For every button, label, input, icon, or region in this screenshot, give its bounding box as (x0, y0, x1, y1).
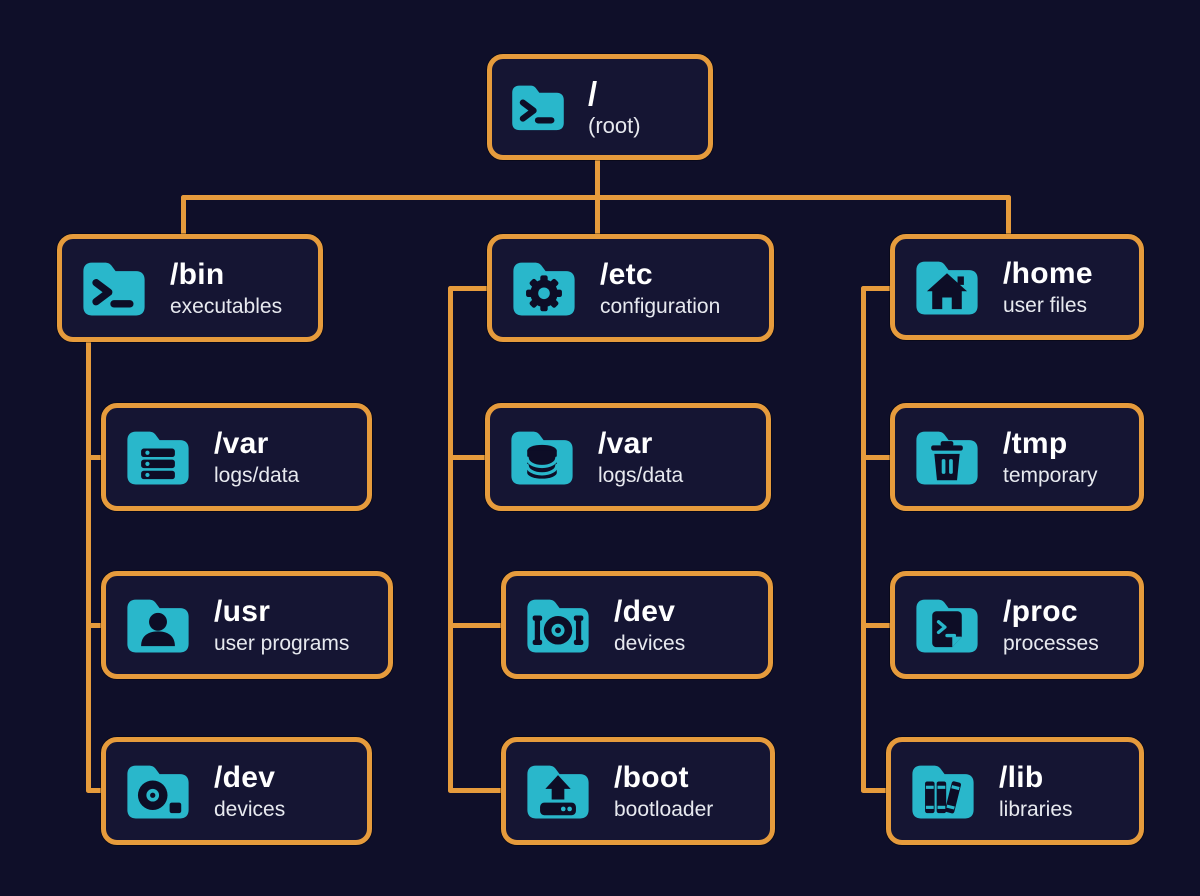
node-etc: /etc configuration (487, 234, 774, 342)
connector-stub-etc (448, 286, 490, 291)
node-description: temporary (1003, 463, 1098, 487)
node-description: (root) (588, 113, 641, 139)
node-text: /dev devices (614, 595, 685, 655)
boot-arrow-folder-icon (520, 753, 596, 829)
node-path-label: /dev (614, 594, 676, 628)
node-path-label: /boot (614, 760, 689, 794)
node-description: logs/data (214, 463, 300, 487)
node-description: user files (1003, 293, 1088, 317)
connector-stub-tmp (861, 455, 893, 460)
connector-trunk-left (86, 340, 91, 793)
node-description: executables (170, 294, 283, 318)
node-description: user programs (214, 631, 350, 655)
node-text: /usr user programs (214, 595, 349, 655)
connector-stub-boot (448, 788, 504, 793)
node-description: devices (614, 631, 686, 655)
node-description: libraries (999, 797, 1073, 821)
node-text: /home user files (1003, 257, 1093, 317)
node-description: processes (1003, 631, 1099, 655)
node-path-label: /usr (214, 594, 271, 628)
user-folder-icon (120, 587, 196, 663)
node-path-label: /tmp (1003, 426, 1068, 460)
connector-drop-bin (181, 195, 186, 236)
books-folder-icon (905, 753, 981, 829)
node-bin: /bin executables (57, 234, 323, 342)
node-path-label: /proc (1003, 594, 1078, 628)
node-description: devices (214, 797, 286, 821)
node-boot: /boot bootloader (501, 737, 775, 845)
connector-stub-proc (861, 623, 893, 628)
node-var-left: /var logs/data (101, 403, 372, 511)
node-path-label: /bin (170, 257, 225, 291)
node-proc: /proc processes (890, 571, 1144, 679)
connector-drop-home (1006, 195, 1011, 236)
script-folder-icon (909, 587, 985, 663)
terminal-folder-icon (76, 250, 152, 326)
node-description: logs/data (598, 463, 684, 487)
camera-disc-folder-icon (520, 587, 596, 663)
connector-stub-dev-left (86, 788, 104, 793)
node-home: /home user files (890, 234, 1144, 340)
connector-stub-home (861, 286, 893, 291)
node-text: /dev devices (214, 761, 285, 821)
connector-trunk-right (861, 286, 866, 793)
node-root: / (root) (487, 54, 713, 160)
node-dev-left: /dev devices (101, 737, 372, 845)
connector-stub-lib (861, 788, 889, 793)
node-description: bootloader (614, 797, 714, 821)
node-text: /bin executables (170, 258, 282, 318)
connector-stub-usr (86, 623, 104, 628)
trash-folder-icon (909, 419, 985, 495)
node-var-middle: /var logs/data (485, 403, 771, 511)
node-path-label: /etc (600, 257, 653, 291)
node-path-label: /var (598, 426, 653, 460)
gear-folder-icon (506, 250, 582, 326)
node-text: /lib libraries (999, 761, 1073, 821)
connector-root-drop (595, 158, 600, 200)
node-description: configuration (600, 294, 721, 318)
database-folder-icon (504, 419, 580, 495)
node-text: / (root) (588, 74, 641, 139)
server-folder-icon (120, 419, 196, 495)
node-text: /var logs/data (598, 427, 683, 487)
node-text: /tmp temporary (1003, 427, 1098, 487)
connector-stub-var-middle (448, 455, 488, 460)
connector-stub-var-left (86, 455, 104, 460)
node-path-label: /var (214, 426, 269, 460)
node-usr: /usr user programs (101, 571, 393, 679)
connector-stub-dev-middle (448, 623, 504, 628)
disc-folder-icon (120, 753, 196, 829)
node-path-label: /home (1003, 256, 1093, 290)
home-folder-icon (909, 249, 985, 325)
connector-drop-etc (595, 195, 600, 236)
node-text: /var logs/data (214, 427, 299, 487)
node-dev-middle: /dev devices (501, 571, 773, 679)
node-text: /etc configuration (600, 258, 720, 318)
node-text: /boot bootloader (614, 761, 713, 821)
node-tmp: /tmp temporary (890, 403, 1144, 511)
node-path-label: /lib (999, 760, 1044, 794)
node-path-label: /dev (214, 760, 276, 794)
node-lib: /lib libraries (886, 737, 1144, 845)
terminal-folder-icon (506, 75, 570, 139)
node-path-label: / (588, 74, 598, 112)
connector-trunk-middle (448, 286, 453, 793)
node-text: /proc processes (1003, 595, 1099, 655)
